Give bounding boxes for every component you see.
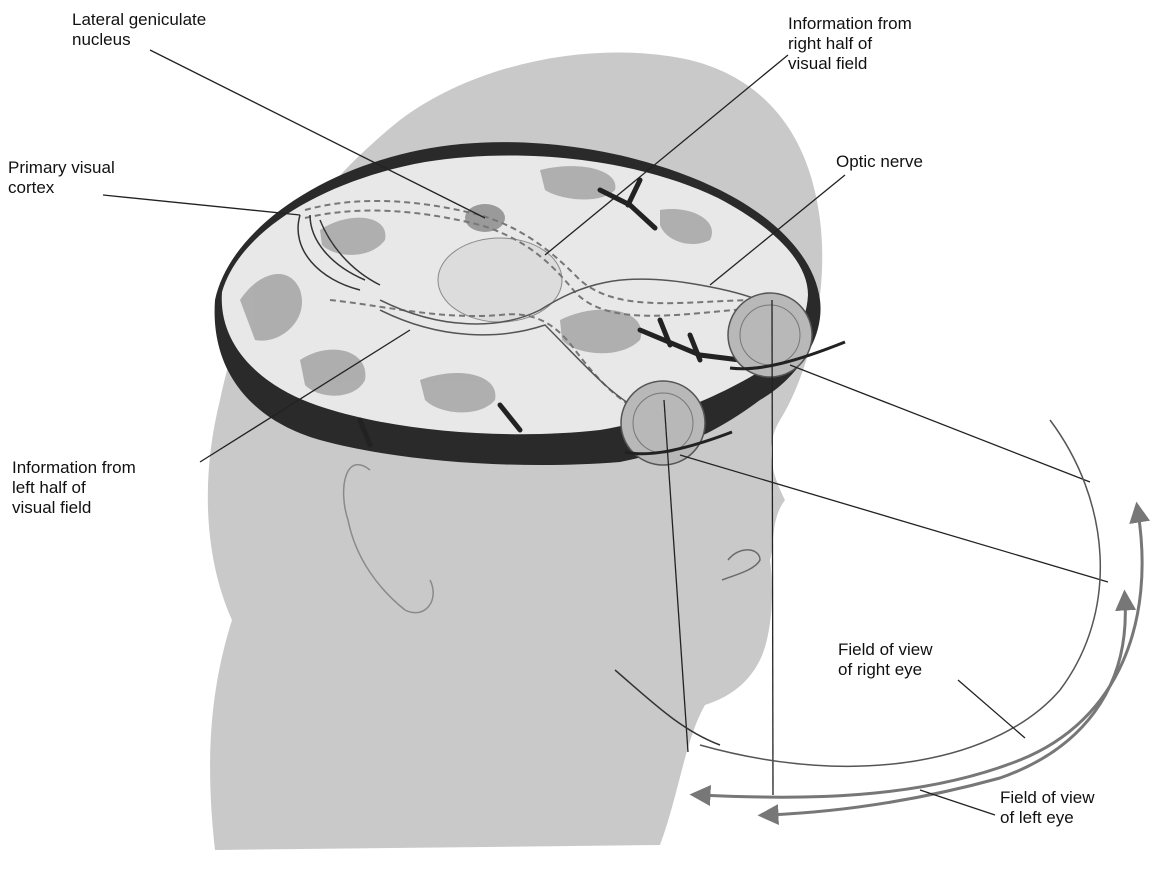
lgn-body (438, 238, 562, 322)
leader-pvc (103, 195, 300, 215)
label-info-left-half: Information from left half of visual fie… (12, 458, 136, 518)
right-eye (728, 293, 845, 377)
label-primary-visual-cortex: Primary visual cortex (8, 158, 115, 198)
label-field-of-view-left-eye: Field of view of left eye (1000, 788, 1094, 828)
leader-fovr (958, 680, 1025, 738)
label-optic-nerve: Optic nerve (836, 152, 923, 172)
label-info-right-half: Information from right half of visual fi… (788, 14, 912, 74)
leader-fovl (920, 790, 995, 815)
label-field-of-view-right-eye: Field of view of right eye (838, 640, 932, 680)
label-lateral-geniculate-nucleus: Lateral geniculate nucleus (72, 10, 206, 50)
